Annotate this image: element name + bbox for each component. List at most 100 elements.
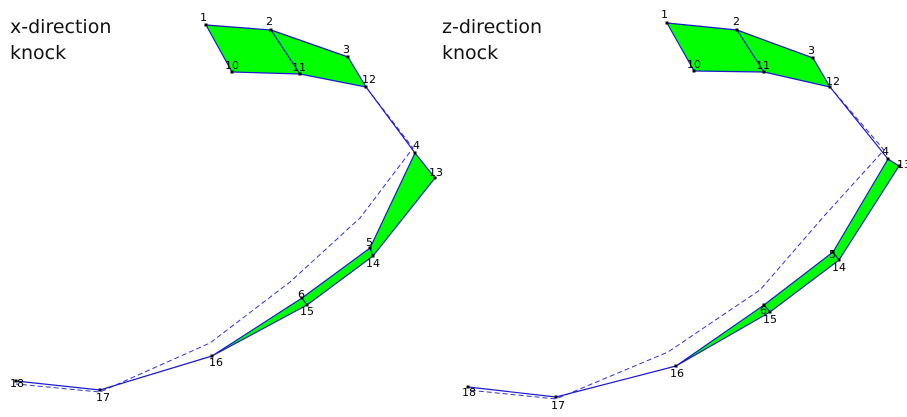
node-11 [298,72,302,76]
node-label: 16 [209,356,223,369]
edge [306,255,374,306]
node-label: 2 [266,15,273,28]
node-10 [692,69,696,73]
edge [205,24,233,73]
node-label: 18 [462,386,476,399]
node-17 [554,395,558,399]
green-panel [271,30,366,87]
node-label: 15 [300,305,314,318]
node-13 [897,164,901,168]
node-16 [210,354,214,358]
edge [99,355,213,391]
node-label: 4 [413,139,420,152]
node-11 [762,70,766,74]
edge [736,29,765,73]
green-panel [764,252,839,312]
node-16 [674,364,678,368]
edge [832,158,889,253]
green-panel [676,305,770,366]
edge [205,24,272,31]
node-label: 15 [763,313,777,326]
green-panel [370,153,435,256]
node-13 [433,176,437,180]
edge [666,22,695,72]
node-label: 6 [298,288,305,301]
node-label: 6 [760,304,767,317]
edge [467,386,557,398]
node-label: 10 [225,59,239,72]
node-label: 1 [200,11,207,24]
node-label: 11 [756,59,770,72]
edge [829,86,889,160]
node-6 [762,303,766,307]
edge [666,22,738,31]
node-label: 3 [808,44,815,57]
node-label: 1 [661,8,668,21]
node-label: 17 [96,391,110,404]
node-label: 14 [366,257,380,270]
green-panel [212,298,307,356]
edge [299,73,367,88]
edge [231,71,301,75]
panel-caption-x: x-direction knock [10,16,112,64]
edge [369,152,416,249]
node-4 [413,151,417,155]
node-label: 12 [362,73,376,86]
panel-z-direction: z-direction knock 1231211104135146151617… [430,0,907,417]
edge [812,57,831,88]
edge [365,86,416,154]
edge [763,251,834,306]
node-15 [768,310,772,314]
node-18 [14,379,18,383]
node-3 [811,56,815,60]
node-label: 4 [882,145,889,158]
edge [555,365,677,398]
edge [211,297,303,357]
node-label: 3 [343,43,350,56]
node-14 [837,258,841,262]
edge [372,177,436,257]
node-12 [828,85,832,89]
node-17 [98,388,102,392]
node-14 [371,254,375,258]
node-4 [886,157,890,161]
node-12 [364,85,368,89]
green-panel [833,159,899,260]
green-panel [737,30,830,87]
edge [769,259,840,313]
green-panel [302,248,373,305]
node-5 [368,246,372,250]
edge [301,247,371,299]
node-label: 11 [292,61,306,74]
node-label: 5 [366,236,373,249]
node-label: 18 [10,377,24,390]
edge [838,165,900,261]
node-1 [665,21,669,25]
node-label: 13 [897,158,907,171]
node-2 [269,28,273,32]
node-1 [204,23,208,27]
node-label: 16 [670,367,684,380]
edge [270,29,301,75]
node-3 [346,55,350,59]
node-label: 17 [551,399,565,412]
node-label: 2 [733,15,740,28]
edge [887,158,900,167]
edge [15,380,101,391]
node-label: 5 [829,248,836,261]
green-panel [206,25,300,74]
node-label: 14 [832,261,846,274]
edge [347,56,367,88]
edge [675,311,771,367]
node-2 [735,28,739,32]
node-label: 10 [687,58,701,71]
node-5 [831,250,835,254]
node-10 [230,70,234,74]
edge [736,29,814,59]
panel-caption-z: z-direction knock [442,16,543,64]
edge [675,304,765,367]
